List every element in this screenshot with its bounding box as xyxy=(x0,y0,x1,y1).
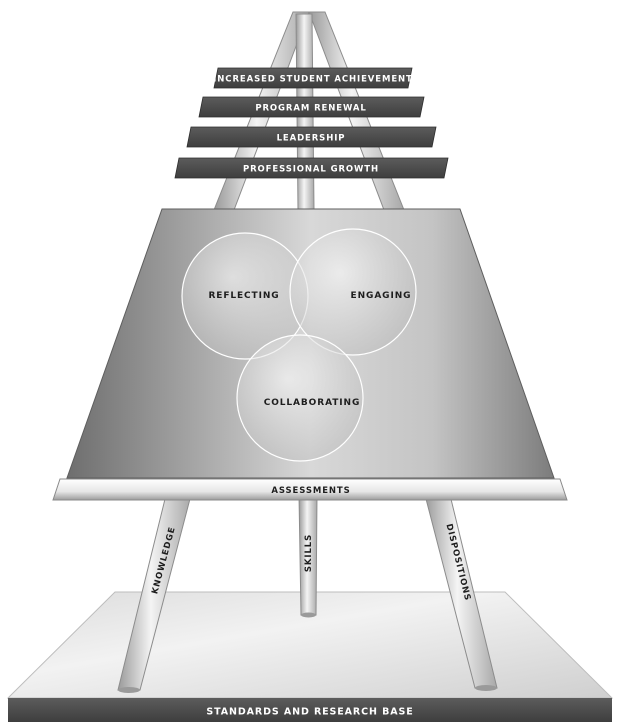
leg-label-skills: SKILLS xyxy=(304,534,314,572)
tier-banner-3: LEADERSHIP xyxy=(186,126,437,148)
tray-label: ASSESSMENTS xyxy=(271,486,350,496)
label-collaborating: COLLABORATING xyxy=(264,398,361,408)
label-engaging: ENGAGING xyxy=(351,291,412,301)
tier-banner-1: INCREASED STUDENT ACHIEVEMENT xyxy=(213,67,413,89)
tier-label-3: LEADERSHIP xyxy=(277,134,346,144)
tier-banner-2: PROGRAM RENEWAL xyxy=(198,96,425,118)
leg-center: SKILLS xyxy=(298,494,318,618)
circle-collaborating xyxy=(236,334,364,462)
tier-label-1: INCREASED STUDENT ACHIEVEMENT xyxy=(213,75,413,85)
tier-label-2: PROGRAM RENEWAL xyxy=(255,104,366,114)
base-banner xyxy=(8,698,612,722)
circle-engaging xyxy=(289,228,417,356)
tier-banner-4: PROFESSIONAL GROWTH xyxy=(174,157,449,179)
venn-diagram: REFLECTING ENGAGING COLLABORATING xyxy=(181,228,417,462)
base-label: STANDARDS AND RESEARCH BASE xyxy=(206,707,413,718)
label-reflecting: REFLECTING xyxy=(208,291,279,301)
tier-label-4: PROFESSIONAL GROWTH xyxy=(243,165,379,175)
assessments-tray: ASSESSMENTS xyxy=(52,478,568,501)
